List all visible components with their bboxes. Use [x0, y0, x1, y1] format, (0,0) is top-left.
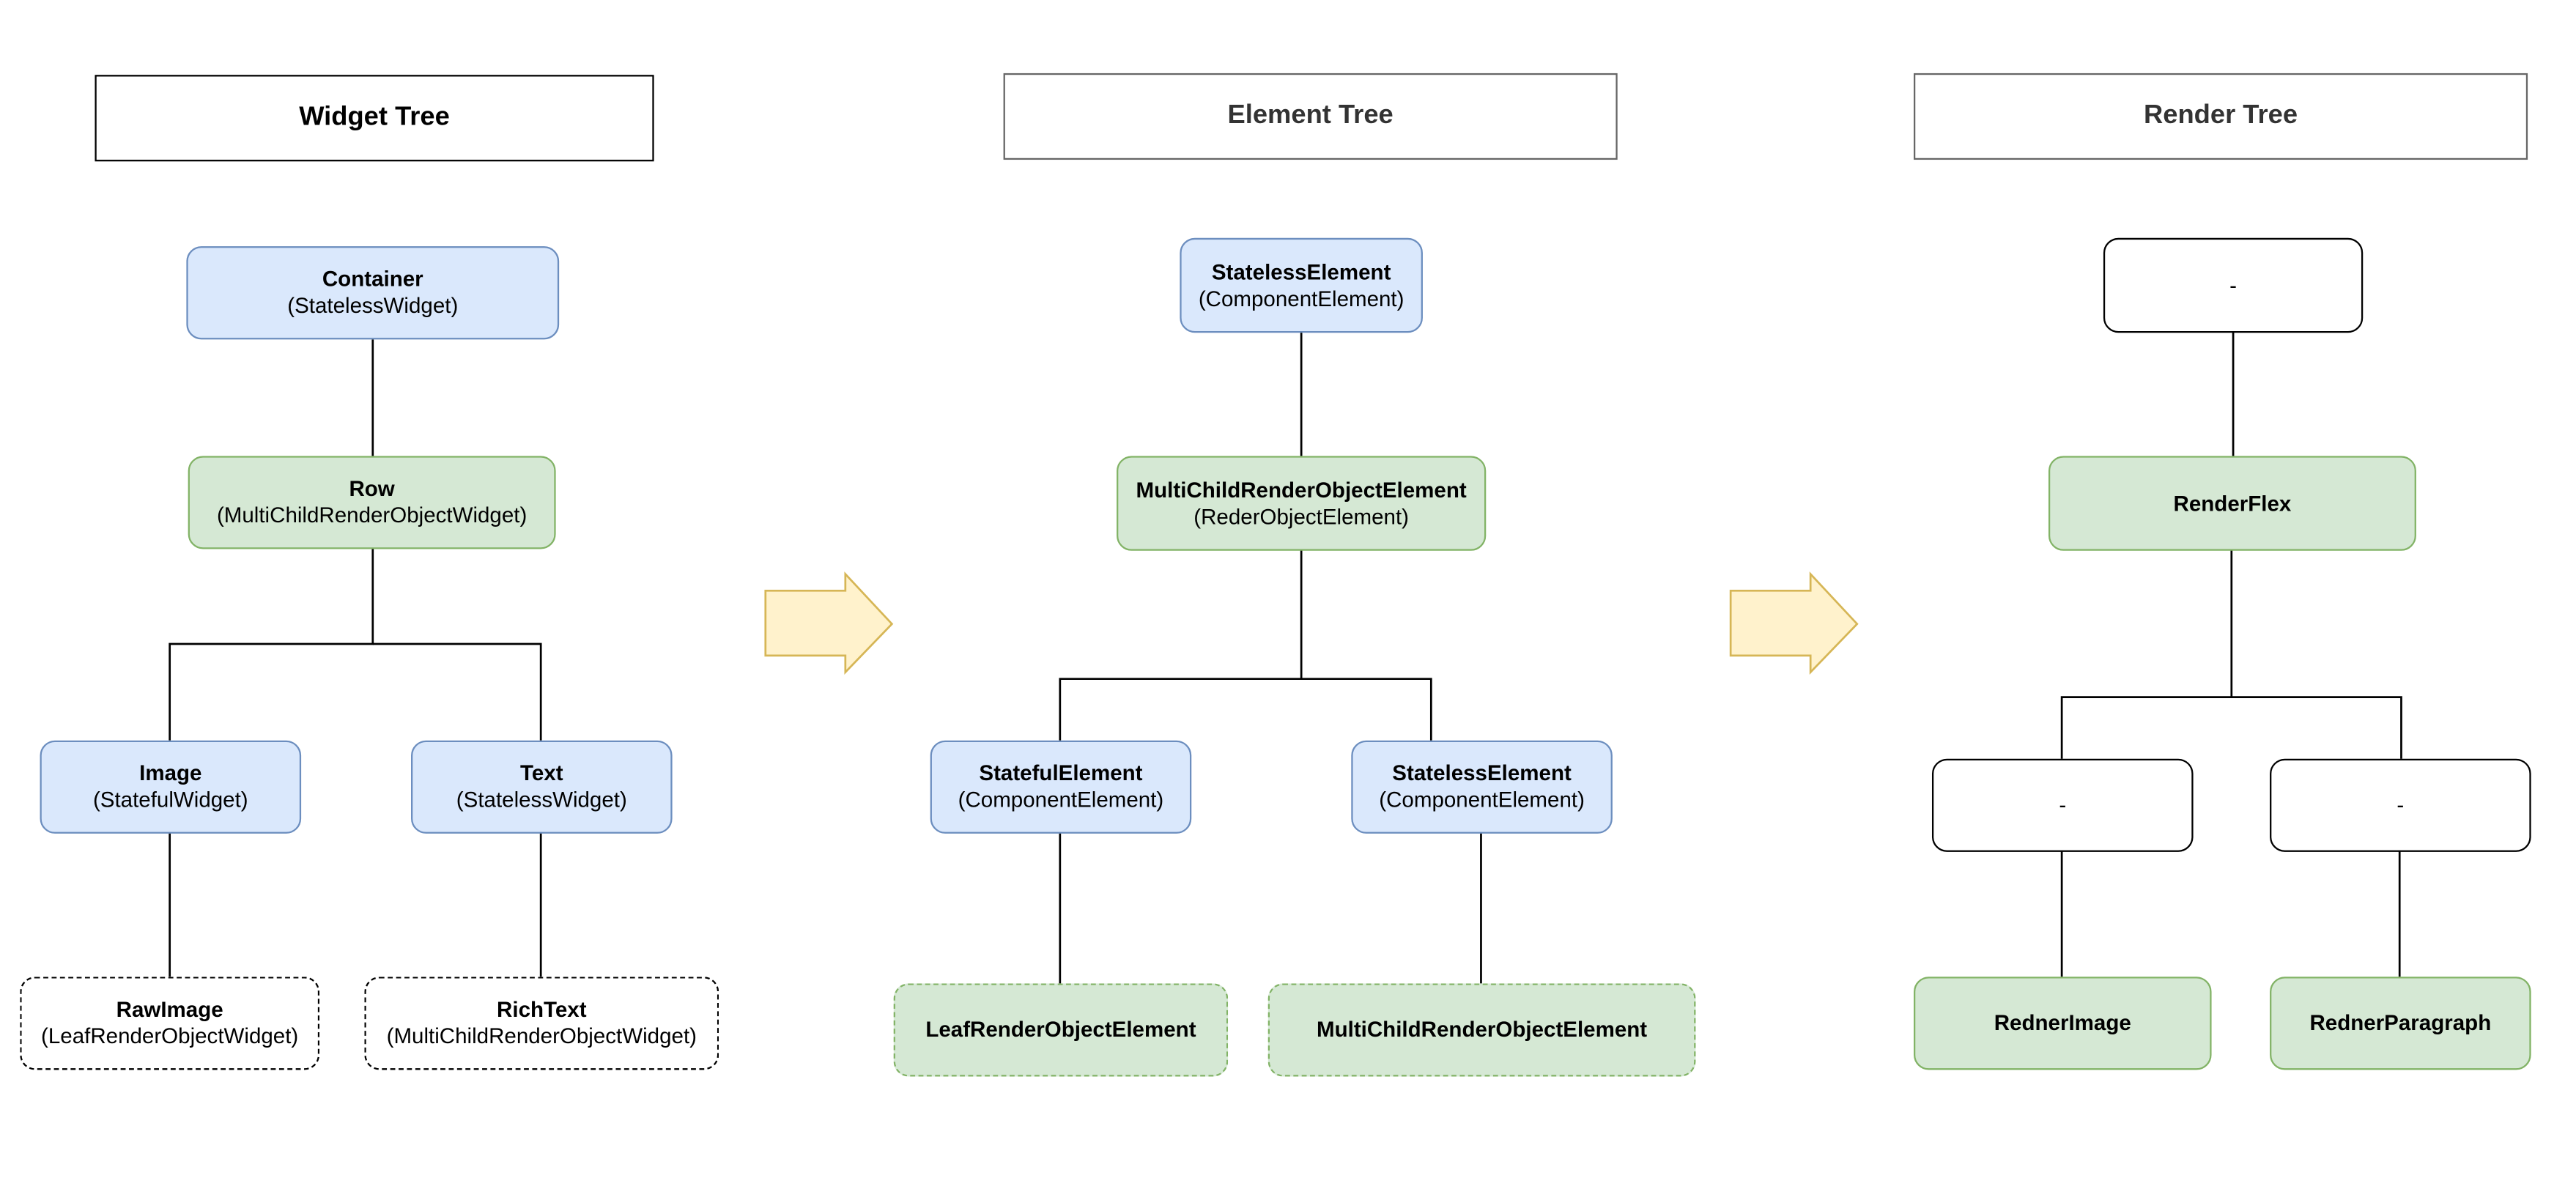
multichildrenderobjectelement-node[interactable]: MultiChildRenderObjectElement (RederObje…	[1117, 456, 1487, 551]
multichild-element-title: MultiChildRenderObjectElement	[1136, 476, 1467, 502]
render-tree-title-text: Render Tree	[2144, 101, 2298, 130]
row-node[interactable]: Row (MultiChildRenderObjectWidget)	[188, 456, 556, 549]
renderflex-node[interactable]: RenderFlex	[2048, 456, 2416, 551]
multichild-element-subtitle: (RederObjectElement)	[1193, 503, 1410, 529]
statelesselement-child-subtitle: (ComponentElement)	[1379, 787, 1585, 812]
row-node-subtitle: (MultiChildRenderObjectWidget)	[216, 502, 528, 528]
element-tree-title-text: Element Tree	[1227, 101, 1394, 130]
render-right-title: -	[2397, 792, 2405, 818]
rednerimage-node[interactable]: RednerImage	[1913, 977, 2212, 1070]
render-root-node[interactable]: -	[2103, 237, 2364, 333]
edge-flex-left	[2060, 549, 2233, 759]
arrow-element-to-render	[1729, 571, 1859, 675]
element-tree-title: Element Tree	[1003, 73, 1618, 160]
rednerimage-title: RednerImage	[1994, 1010, 2131, 1035]
rawimage-node-title: RawImage	[116, 996, 223, 1022]
statefulelement-node[interactable]: StatefulElement (ComponentElement)	[930, 740, 1192, 834]
render-right-node[interactable]: -	[2270, 758, 2531, 852]
leafrenderobjectelement-title: LeafRenderObjectElement	[925, 1016, 1196, 1042]
text-node-title: Text	[520, 760, 563, 786]
render-left-title: -	[2059, 792, 2067, 818]
renderflex-title: RenderFlex	[2173, 489, 2292, 515]
edge-multi-stateless	[1301, 678, 1432, 741]
statefulelement-title: StatefulElement	[979, 760, 1143, 786]
richtext-node-subtitle: (MultiChildRenderObjectWidget)	[386, 1023, 697, 1048]
statelesselement-root-title: StatelessElement	[1211, 259, 1391, 284]
image-node-title: Image	[139, 760, 202, 786]
multichildrenderobjectelement-leaf-node[interactable]: MultiChildRenderObjectElement	[1267, 983, 1696, 1077]
richtext-node[interactable]: RichText (MultiChildRenderObjectWidget)	[364, 977, 719, 1070]
widget-tree-title: Widget Tree	[95, 75, 654, 162]
statefulelement-subtitle: (ComponentElement)	[958, 787, 1164, 812]
arrow-widget-to-element	[764, 571, 894, 675]
richtext-node-title: RichText	[497, 996, 587, 1022]
edge-flex-right	[2231, 696, 2402, 759]
row-node-title: Row	[349, 475, 395, 501]
edge-row-text	[372, 642, 542, 741]
rednerparagraph-title: RednerParagraph	[2309, 1010, 2492, 1035]
container-node[interactable]: Container (StatelessWidget)	[186, 246, 560, 340]
rednerparagraph-node[interactable]: RednerParagraph	[2270, 977, 2531, 1070]
rawimage-node-subtitle: (LeafRenderObjectWidget)	[41, 1023, 299, 1048]
statelesselement-child-node[interactable]: StatelessElement (ComponentElement)	[1351, 740, 1613, 834]
container-node-subtitle: (StatelessWidget)	[287, 292, 459, 318]
text-node[interactable]: Text (StatelessWidget)	[411, 740, 673, 834]
leafrenderobjectelement-node[interactable]: LeafRenderObjectElement	[893, 983, 1229, 1077]
render-left-node[interactable]: -	[1931, 758, 2194, 852]
image-node[interactable]: Image (StatefulWidget)	[40, 740, 302, 834]
text-node-subtitle: (StatelessWidget)	[456, 787, 627, 812]
edge-multi-stateful	[1059, 549, 1303, 741]
multichild-leaf-title: MultiChildRenderObjectElement	[1316, 1016, 1648, 1042]
statelesselement-child-title: StatelessElement	[1392, 760, 1572, 786]
edge-row-image	[169, 549, 374, 741]
statelesselement-root-node[interactable]: StatelessElement (ComponentElement)	[1180, 237, 1423, 333]
container-node-title: Container	[322, 266, 423, 292]
render-tree-title: Render Tree	[1913, 73, 2528, 160]
statelesselement-root-subtitle: (ComponentElement)	[1198, 285, 1404, 311]
render-root-title: -	[2229, 272, 2238, 297]
image-node-subtitle: (StatefulWidget)	[92, 787, 248, 812]
widget-tree-title-text: Widget Tree	[299, 103, 450, 132]
rawimage-node[interactable]: RawImage (LeafRenderObjectWidget)	[20, 977, 320, 1070]
